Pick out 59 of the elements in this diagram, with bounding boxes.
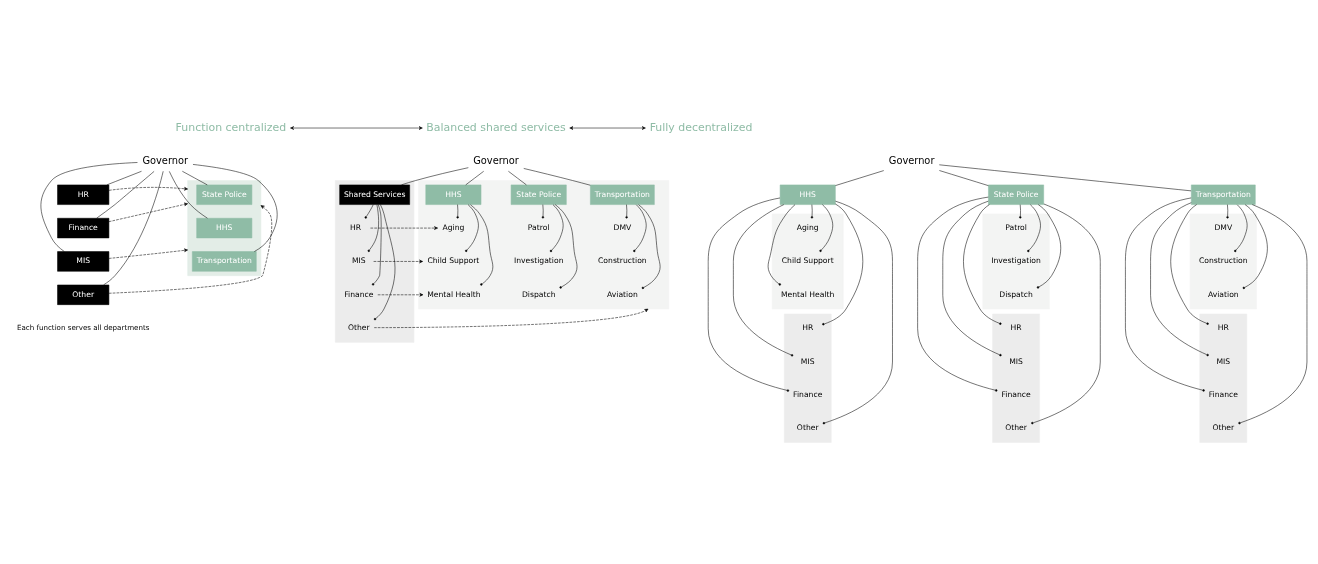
arrow <box>108 204 272 294</box>
connector <box>942 200 1002 356</box>
connector <box>40 161 138 252</box>
connector <box>1125 197 1205 392</box>
connector <box>106 170 142 185</box>
arrow <box>108 248 188 259</box>
arrow <box>108 202 188 222</box>
connector <box>917 196 998 392</box>
connector <box>169 170 208 218</box>
connector <box>963 203 1002 325</box>
connector <box>554 203 578 289</box>
cluster <box>335 179 415 343</box>
cluster <box>187 179 262 276</box>
connector <box>470 204 494 286</box>
node-text: Governor <box>888 154 935 166</box>
connector <box>1234 203 1248 252</box>
connector <box>767 203 796 286</box>
connector <box>1226 203 1229 218</box>
connector <box>364 203 374 219</box>
connector <box>541 203 545 218</box>
connector <box>401 166 469 185</box>
connector <box>465 203 479 252</box>
arrow <box>290 125 423 130</box>
arrow <box>377 292 424 297</box>
connector <box>1170 203 1209 325</box>
connector <box>1027 203 1041 252</box>
connector <box>549 203 564 252</box>
node-text: Governor <box>473 154 519 166</box>
connector <box>819 203 834 252</box>
connector <box>371 203 382 285</box>
connector <box>192 163 278 252</box>
arrow <box>569 125 646 130</box>
node-text: Balanced shared services <box>426 120 566 134</box>
connector <box>810 203 814 218</box>
connector <box>96 170 155 218</box>
connector <box>373 203 396 320</box>
arrow <box>373 308 649 328</box>
arrow <box>370 225 438 230</box>
connector <box>625 203 628 218</box>
connector <box>1242 203 1268 289</box>
connector <box>1019 203 1022 218</box>
connector <box>822 200 893 424</box>
connector <box>733 203 794 356</box>
connector <box>707 197 790 392</box>
connector <box>367 203 379 252</box>
connector <box>456 203 459 218</box>
connector <box>633 203 647 252</box>
connector <box>638 203 661 289</box>
node-text: Governor <box>142 154 189 166</box>
connector <box>822 203 864 325</box>
connector <box>1031 203 1101 424</box>
node-text: Function centralized <box>175 120 287 134</box>
arrow <box>373 259 423 263</box>
connector <box>1238 203 1308 424</box>
connector <box>1036 203 1061 289</box>
node-text: Fully decentralized <box>649 120 753 134</box>
arrow <box>108 186 188 191</box>
connector <box>103 170 164 285</box>
connector <box>1150 201 1209 356</box>
